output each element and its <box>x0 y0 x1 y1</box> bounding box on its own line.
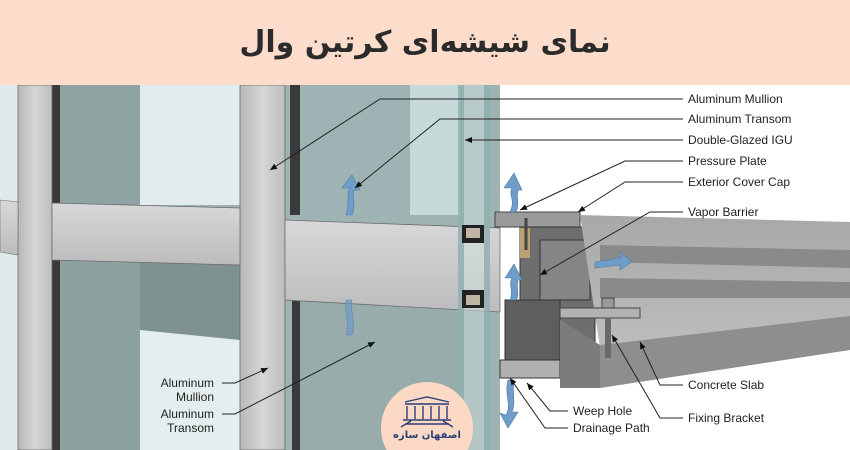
label-line: Aluminum <box>160 376 214 390</box>
label-pressure-plate: Pressure Plate <box>688 154 767 168</box>
transom-cutaway <box>284 219 501 313</box>
drainage-channel <box>499 359 561 379</box>
label-fixing-bracket: Fixing Bracket <box>688 411 765 425</box>
igu-pane-outer <box>458 85 464 450</box>
label-line: Aluminum <box>160 407 214 421</box>
logo-text: اصفهان سازه <box>393 430 461 441</box>
label-vapor-barrier: Vapor Barrier <box>688 205 759 219</box>
curtain-wall-illustration: Aluminum Mullion Aluminum Transom Double… <box>0 85 850 450</box>
leader-lines <box>222 98 683 429</box>
label-weep-hole: Weep Hole <box>573 404 633 418</box>
label-concrete-slab: Concrete Slab <box>688 378 765 392</box>
mullion-center <box>239 85 286 450</box>
header-banner: نمای شیشه‌ای کرتین وال <box>0 0 850 85</box>
logo-badge: اصفهان سازه <box>381 382 473 450</box>
label-line: Transom <box>167 421 214 435</box>
label-line: Mullion <box>175 390 214 404</box>
transom-left <box>51 202 241 266</box>
label-double-glazed-igu: Double-Glazed IGU <box>688 133 793 147</box>
label-exterior-cover-cap: Exterior Cover Cap <box>688 175 791 189</box>
label-aluminum-transom-left: Aluminum Transom <box>148 407 214 435</box>
label-drainage-path: Drainage Path <box>573 421 650 435</box>
building-facade-icon <box>400 396 454 428</box>
page-title: نمای شیشه‌ای کرتین وال <box>239 25 611 60</box>
label-aluminum-mullion-left: Aluminum Mullion <box>148 376 214 404</box>
mullion-left <box>17 85 53 450</box>
label-aluminum-transom: Aluminum Transom <box>688 112 792 126</box>
label-aluminum-mullion: Aluminum Mullion <box>688 92 783 106</box>
exterior-cover-cap-shape <box>494 211 581 228</box>
fixing-bracket-shape <box>559 307 641 319</box>
igu-pane-inner <box>484 85 490 450</box>
